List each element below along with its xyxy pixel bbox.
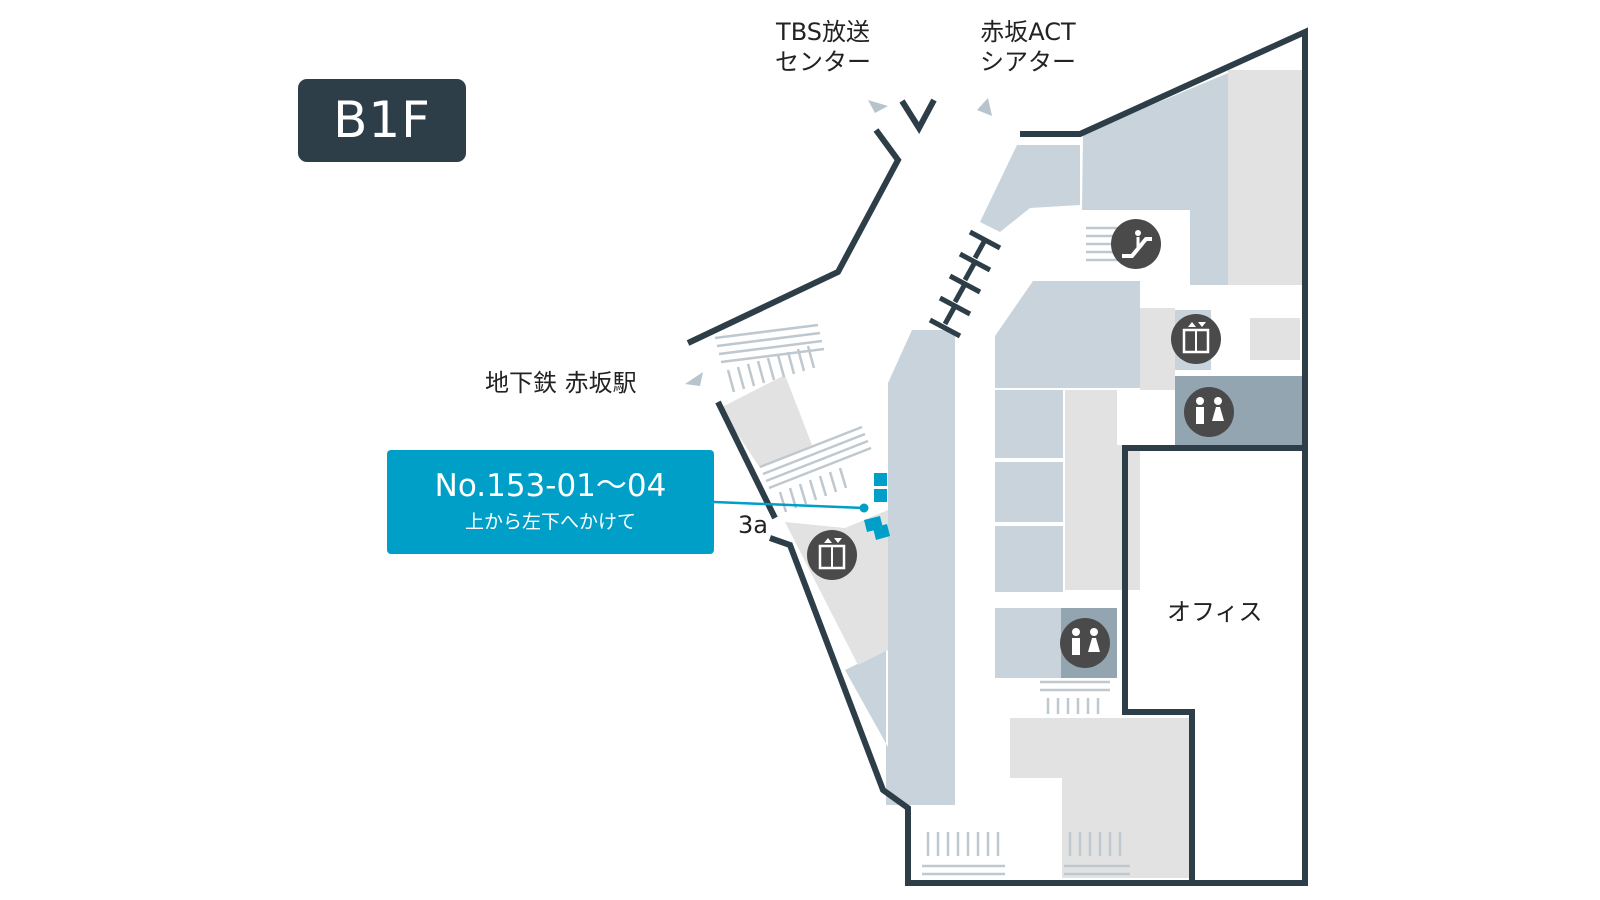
stairs-bottom-left	[922, 832, 1005, 876]
restroom-icon	[1184, 387, 1234, 437]
ad-space-04	[873, 524, 890, 540]
stairs-subway-top	[714, 323, 825, 393]
exit-label: 3a	[738, 511, 768, 539]
facility-left-stair-zone	[720, 375, 812, 468]
floor-badge: B1F	[298, 79, 466, 162]
ad-space-01	[874, 473, 887, 486]
act-label-line1: 赤坂ACT	[980, 18, 1076, 46]
callout-leader-dot	[859, 503, 869, 513]
walls	[686, 27, 1308, 886]
akasaka-act-label: 赤坂ACT シアター	[958, 17, 1098, 77]
subway-station-label: 地下鉄 赤坂駅	[485, 369, 637, 397]
facility-bottom-center	[1010, 718, 1192, 878]
shop-center-left-3	[995, 526, 1063, 592]
escalator-icon	[1111, 219, 1161, 269]
arrow-tbs	[868, 100, 888, 113]
callout-subtitle: 上から左下へかけて	[464, 511, 636, 533]
ad-space-callout[interactable]: No.153-01～04 上から左下へかけて	[387, 450, 714, 554]
facility-right-mid	[1250, 318, 1300, 360]
shop-lower-1	[995, 608, 1061, 678]
stairs-center-lower	[1040, 680, 1110, 714]
callout-leader-line	[713, 500, 865, 510]
facility-center	[1065, 390, 1140, 590]
shop-center-upper	[995, 281, 1140, 388]
shop-center-left-1	[995, 390, 1063, 458]
shop-upper-left	[980, 145, 1080, 232]
elevator-icon	[1171, 314, 1221, 364]
stairs-bottom-right	[1064, 832, 1130, 876]
stairs-subway-mid	[759, 425, 872, 513]
ticket-gates	[928, 229, 1002, 339]
facility-right-strip	[1140, 308, 1175, 390]
shop-corridor-column	[888, 330, 955, 805]
facility-top-right	[1228, 70, 1303, 285]
office-label: オフィス	[1167, 598, 1263, 626]
callout-title: No.153-01～04	[434, 468, 667, 504]
arrow-subway	[685, 372, 703, 386]
tbs-center-label: TBS放送 センター	[758, 17, 888, 77]
restroom-icon	[1060, 618, 1110, 668]
ad-space-02	[874, 489, 887, 502]
arrow-act	[977, 98, 992, 116]
tbs-label-line2: センター	[775, 48, 871, 76]
shop-center-left-2	[995, 462, 1063, 522]
act-label-line2: シアター	[980, 48, 1076, 76]
tbs-label-line1: TBS放送	[776, 18, 870, 46]
shop-block-top	[1082, 73, 1228, 285]
elevator-icon	[807, 530, 857, 580]
shop-left-wedge	[845, 650, 912, 805]
